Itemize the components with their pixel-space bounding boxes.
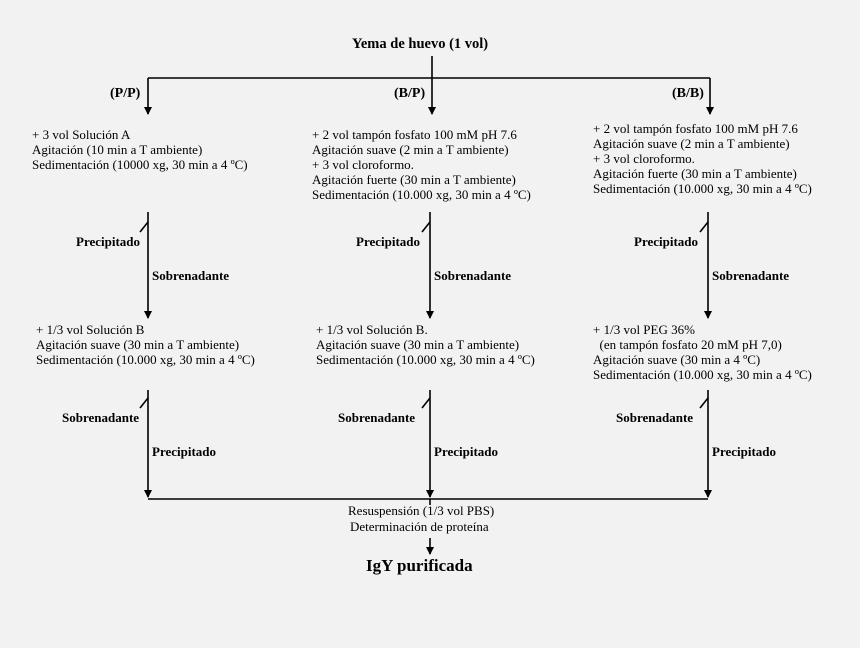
discard-tick-bb-1	[699, 221, 709, 233]
final-line-2: Determinación de proteína	[350, 519, 489, 534]
pp-keep1: Sobrenadante	[152, 268, 230, 283]
bp-keep2: Precipitado	[434, 444, 499, 459]
bp-discard1: Precipitado	[356, 234, 421, 249]
title: Yema de huevo (1 vol)	[352, 36, 489, 52]
bb-keep2: Precipitado	[712, 444, 777, 459]
pp-step2: + 1/3 vol Solución B Agitación suave (30…	[36, 322, 255, 367]
bp-keep1: Sobrenadante	[434, 268, 512, 283]
discard-tick-pp-2	[139, 397, 149, 409]
bp-step1: + 2 vol tampón fosfato 100 mM pH 7.6 Agi…	[312, 127, 531, 202]
discard-tick-bp-2	[421, 397, 431, 409]
pp-keep2: Precipitado	[152, 444, 217, 459]
pp-discard1: Precipitado	[76, 234, 141, 249]
bb-keep1: Sobrenadante	[712, 268, 790, 283]
pp-discard2: Sobrenadante	[62, 410, 140, 425]
discard-tick-pp-1	[139, 221, 149, 233]
bp-step2: + 1/3 vol Solución B. Agitación suave (3…	[316, 322, 535, 367]
final-result: IgY purificada	[366, 556, 473, 575]
pp-step1: + 3 vol Solución A Agitación (10 min a T…	[32, 127, 248, 172]
discard-tick-bp-1	[421, 221, 431, 233]
discard-tick-bb-2	[699, 397, 709, 409]
label-bb: (B/B)	[672, 86, 704, 101]
final-line-1: Resuspensión (1/3 vol PBS)	[348, 503, 495, 518]
bb-step1: + 2 vol tampón fosfato 100 mM pH 7.6 Agi…	[593, 121, 812, 196]
label-pp: (P/P)	[110, 86, 141, 101]
label-bp: (B/P)	[394, 86, 426, 101]
bb-step2: + 1/3 vol PEG 36% (en tampón fosfato 20 …	[593, 322, 812, 382]
bp-discard2: Sobrenadante	[338, 410, 416, 425]
bb-discard2: Sobrenadante	[616, 410, 694, 425]
bb-discard1: Precipitado	[634, 234, 699, 249]
